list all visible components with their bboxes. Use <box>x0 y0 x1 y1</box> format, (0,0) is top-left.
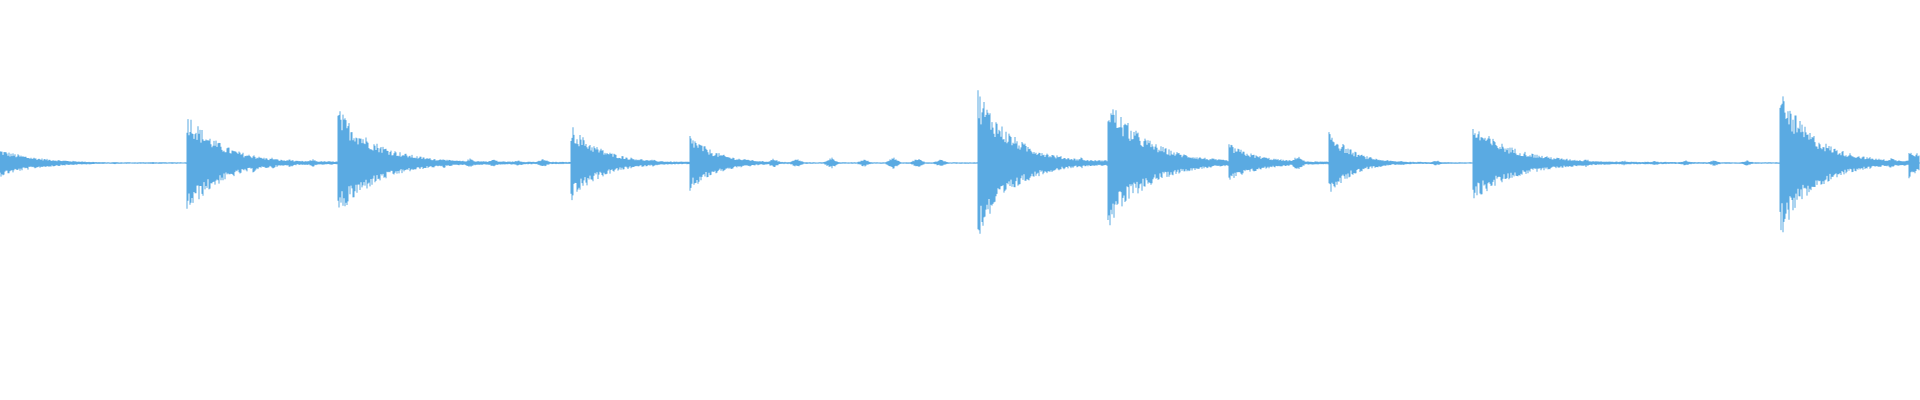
waveform-path <box>0 90 1920 234</box>
